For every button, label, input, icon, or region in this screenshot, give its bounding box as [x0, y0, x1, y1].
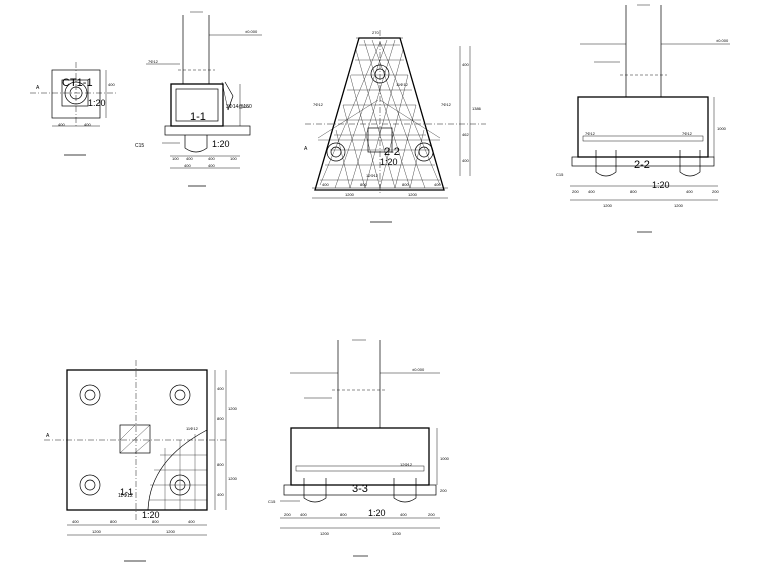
svg-text:1200: 1200 [228, 406, 238, 411]
svg-text:400: 400 [588, 189, 595, 194]
svg-text:1200: 1200 [166, 529, 176, 534]
svg-text:A: A [36, 85, 40, 91]
svg-text:400: 400 [72, 519, 79, 524]
quarter-mesh [149, 434, 207, 510]
svg-text:200: 200 [712, 189, 719, 194]
section-1-1-scale: 1:20 [212, 139, 230, 149]
svg-text:400: 400 [400, 512, 407, 517]
svg-text:7Φ12: 7Φ12 [682, 131, 693, 136]
svg-text:200: 200 [284, 512, 291, 517]
svg-text:C15: C15 [556, 172, 564, 177]
svg-text:800: 800 [340, 512, 347, 517]
svg-text:800: 800 [152, 519, 159, 524]
svg-text:400: 400 [462, 158, 469, 163]
svg-text:3Φ14@150: 3Φ14@150 [226, 104, 252, 110]
svg-text:400: 400 [217, 386, 224, 391]
svg-text:800: 800 [110, 519, 117, 524]
detail-section-2-2: ±0.000 7Φ12 7Φ12 2-2 1:20 C15 200 400 80… [556, 4, 730, 233]
svg-text:1200: 1200 [228, 476, 238, 481]
svg-text:A: A [46, 433, 50, 439]
ct1-scale: 1:20 [88, 98, 106, 108]
section-2-2-scale: 1:20 [652, 180, 670, 190]
svg-text:1200: 1200 [345, 192, 355, 197]
detail-section-1-1: ±0.000 7Φ12 1-1 1:20 3Φ14@150 C15 100 40… [135, 11, 262, 187]
svg-text:1386: 1386 [472, 106, 482, 111]
svg-text:7Φ12: 7Φ12 [441, 102, 452, 107]
section-3-3-label: 3-3 [352, 483, 368, 495]
detail-triangle-plan: 2-2 1:20 7Φ12 7Φ12 12Φ12 11Φ12 270 400 8… [304, 30, 486, 223]
svg-text:1200: 1200 [392, 531, 402, 536]
svg-text:7Φ12: 7Φ12 [585, 131, 596, 136]
detail-ct1-plan: CT1-1 1:20 400 400 400 A [30, 62, 118, 156]
svg-text:400: 400 [208, 156, 215, 161]
svg-text:462: 462 [462, 132, 469, 137]
svg-text:11Φ12: 11Φ12 [186, 426, 199, 431]
svg-text:800: 800 [630, 189, 637, 194]
svg-text:1200: 1200 [92, 529, 102, 534]
svg-text:±0.000: ±0.000 [716, 38, 729, 43]
detail-four-pile-plan: 1-1 1:20 11Φ12 11Φ12 A 400 800 800 400 1… [44, 360, 238, 562]
svg-text:400: 400 [686, 189, 693, 194]
triangle-section-label: 2-2 [384, 146, 400, 158]
svg-text:200: 200 [428, 512, 435, 517]
svg-text:400: 400 [84, 122, 91, 127]
svg-text:800: 800 [360, 182, 367, 187]
svg-text:12Φ12: 12Φ12 [400, 462, 413, 467]
svg-text:1000: 1000 [440, 456, 450, 461]
svg-text:800: 800 [402, 182, 409, 187]
ct1-label: CT1-1 [62, 77, 93, 89]
svg-text:400: 400 [58, 122, 65, 127]
svg-text:C15: C15 [135, 143, 144, 149]
svg-text:100: 100 [230, 156, 237, 161]
svg-text:800: 800 [217, 416, 224, 421]
section-1-1-label: 1-1 [190, 111, 206, 123]
svg-text:11Φ12: 11Φ12 [396, 82, 409, 87]
svg-text:100: 100 [172, 156, 179, 161]
svg-text:400: 400 [322, 182, 329, 187]
svg-text:±0.000: ±0.000 [245, 29, 258, 34]
triangle-scale: 1:20 [380, 157, 398, 167]
svg-text:11Φ12: 11Φ12 [118, 493, 133, 499]
section-2-2-label: 2-2 [634, 159, 650, 171]
svg-text:400: 400 [217, 492, 224, 497]
svg-text:1000: 1000 [717, 126, 727, 131]
svg-text:400: 400 [184, 163, 191, 168]
svg-text:200: 200 [572, 189, 579, 194]
svg-text:1200: 1200 [320, 531, 330, 536]
svg-text:400: 400 [108, 82, 115, 87]
svg-text:1200: 1200 [603, 203, 613, 208]
svg-text:100: 100 [242, 104, 249, 109]
svg-text:400: 400 [462, 62, 469, 67]
svg-text:400: 400 [186, 156, 193, 161]
svg-text:±0.000: ±0.000 [412, 367, 425, 372]
section-3-3-scale: 1:20 [368, 508, 386, 518]
svg-text:7Φ12: 7Φ12 [313, 102, 324, 107]
svg-text:800: 800 [217, 462, 224, 467]
svg-text:400: 400 [434, 182, 441, 187]
four-pile-scale: 1:20 [142, 510, 160, 520]
detail-section-3-3: ±0.000 12Φ12 3-3 1:20 C15 200 400 800 40… [268, 339, 450, 557]
svg-text:200: 200 [440, 488, 447, 493]
svg-text:12Φ12: 12Φ12 [366, 173, 379, 178]
svg-text:400: 400 [300, 512, 307, 517]
svg-text:1200: 1200 [674, 203, 684, 208]
svg-text:C15: C15 [268, 499, 276, 504]
svg-text:400: 400 [208, 163, 215, 168]
svg-text:400: 400 [188, 519, 195, 524]
four-pile-section-label: 1-1 [120, 487, 133, 497]
svg-text:270: 270 [372, 30, 379, 35]
svg-text:A: A [304, 146, 308, 152]
svg-text:7Φ12: 7Φ12 [148, 59, 159, 64]
svg-text:1200: 1200 [408, 192, 418, 197]
